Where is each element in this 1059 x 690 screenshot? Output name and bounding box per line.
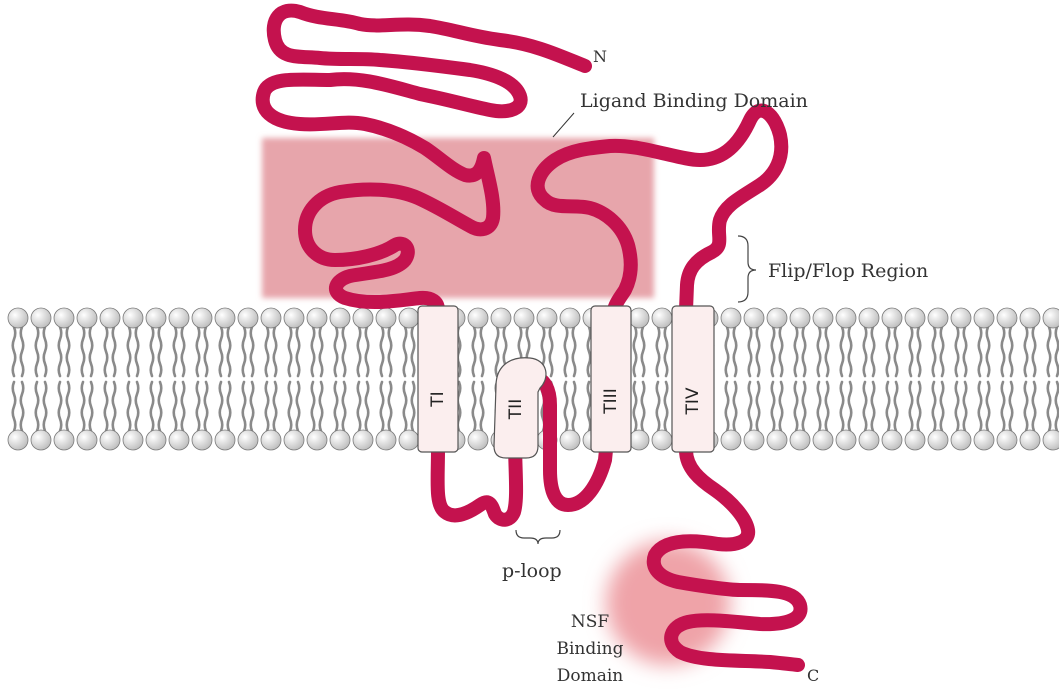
nsf-line3-label: Domain (557, 666, 624, 686)
segment-t4-label: TIV (683, 387, 703, 415)
nsf-line2-label: Binding (556, 639, 623, 659)
flip-flop-region-label: Flip/Flop Region (768, 260, 928, 282)
flip-flop-brace (738, 236, 756, 302)
segment-t4: TIV (672, 306, 714, 452)
segment-t3: TIII (591, 306, 631, 452)
n-terminus-label: N (593, 47, 607, 66)
ligand-binding-domain-label: Ligand Binding Domain (580, 90, 808, 112)
segment-t2-label: TII (506, 399, 526, 420)
segment-t1: TI (418, 306, 458, 452)
p-loop-brace (516, 530, 560, 544)
nsf-line1-label: NSF (571, 612, 610, 632)
c-terminus-label: C (807, 666, 819, 685)
p-loop-label: p-loop (502, 560, 562, 582)
segment-t1-label: TI (428, 391, 448, 407)
segment-t2: TII (494, 358, 546, 458)
segment-t3-label: TIII (601, 388, 621, 414)
ligand-leader-line (553, 113, 574, 137)
